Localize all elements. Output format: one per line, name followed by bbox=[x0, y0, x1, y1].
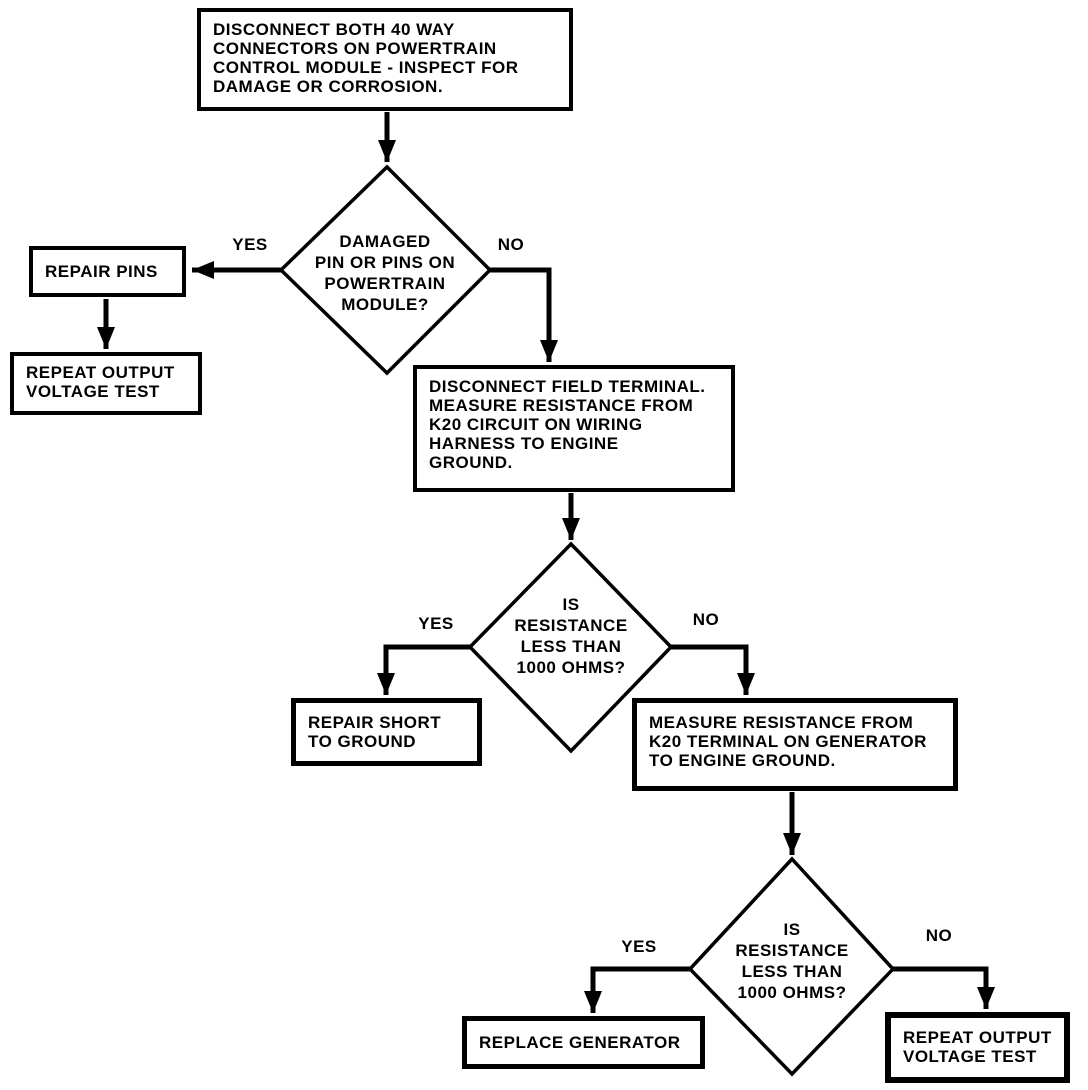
action-repair-pins: REPAIR PINS bbox=[29, 246, 186, 297]
edge-label-resistance-generator-no: NO bbox=[925, 926, 953, 945]
edge-label-resistance-harness-no: NO bbox=[692, 610, 720, 629]
process-measure-generator-resistance: MEASURE RESISTANCE FROM K20 TERMINAL ON … bbox=[632, 698, 958, 791]
process-disconnect-connectors: DISCONNECT BOTH 40 WAY CONNECTORS ON POW… bbox=[197, 8, 573, 111]
decision-resistance-harness-label: IS RESISTANCE LESS THAN 1000 OHMS? bbox=[514, 595, 628, 677]
action-repeat-output-voltage-test-right: REPEAT OUTPUT VOLTAGE TEST bbox=[885, 1012, 1070, 1083]
edge-label-resistance-harness-yes: YES bbox=[418, 614, 454, 633]
decision-resistance-generator-shape bbox=[687, 856, 896, 1077]
edge-resistance-generator-no bbox=[892, 966, 995, 1009]
decision-resistance-generator-label: IS RESISTANCE LESS THAN 1000 OHMS? bbox=[735, 920, 849, 1002]
edge-label-resistance-generator-yes: YES bbox=[621, 937, 657, 956]
edge-damaged-pins-no bbox=[489, 267, 558, 362]
action-replace-generator: REPLACE GENERATOR bbox=[462, 1016, 705, 1069]
edge-resistance-harness-yes bbox=[377, 644, 471, 695]
decision-damaged-pins-label: DAMAGED PIN OR PINS ON POWERTRAIN MODULE… bbox=[314, 232, 456, 314]
edge-resistance-harness-no bbox=[670, 644, 755, 695]
action-repeat-output-voltage-test-left: REPEAT OUTPUT VOLTAGE TEST bbox=[10, 352, 202, 415]
decision-damaged-pins-shape bbox=[278, 164, 493, 376]
edge-label-damaged-pins-no: NO bbox=[497, 235, 525, 254]
edge-resistance-generator-yes bbox=[584, 966, 691, 1013]
decision-resistance-harness-shape bbox=[467, 541, 674, 754]
process-disconnect-field-terminal: DISCONNECT FIELD TERMINAL. MEASURE RESIS… bbox=[413, 365, 735, 492]
action-repair-short-to-ground: REPAIR SHORT TO GROUND bbox=[291, 698, 482, 766]
edge-label-damaged-pins-yes: YES bbox=[232, 235, 268, 254]
